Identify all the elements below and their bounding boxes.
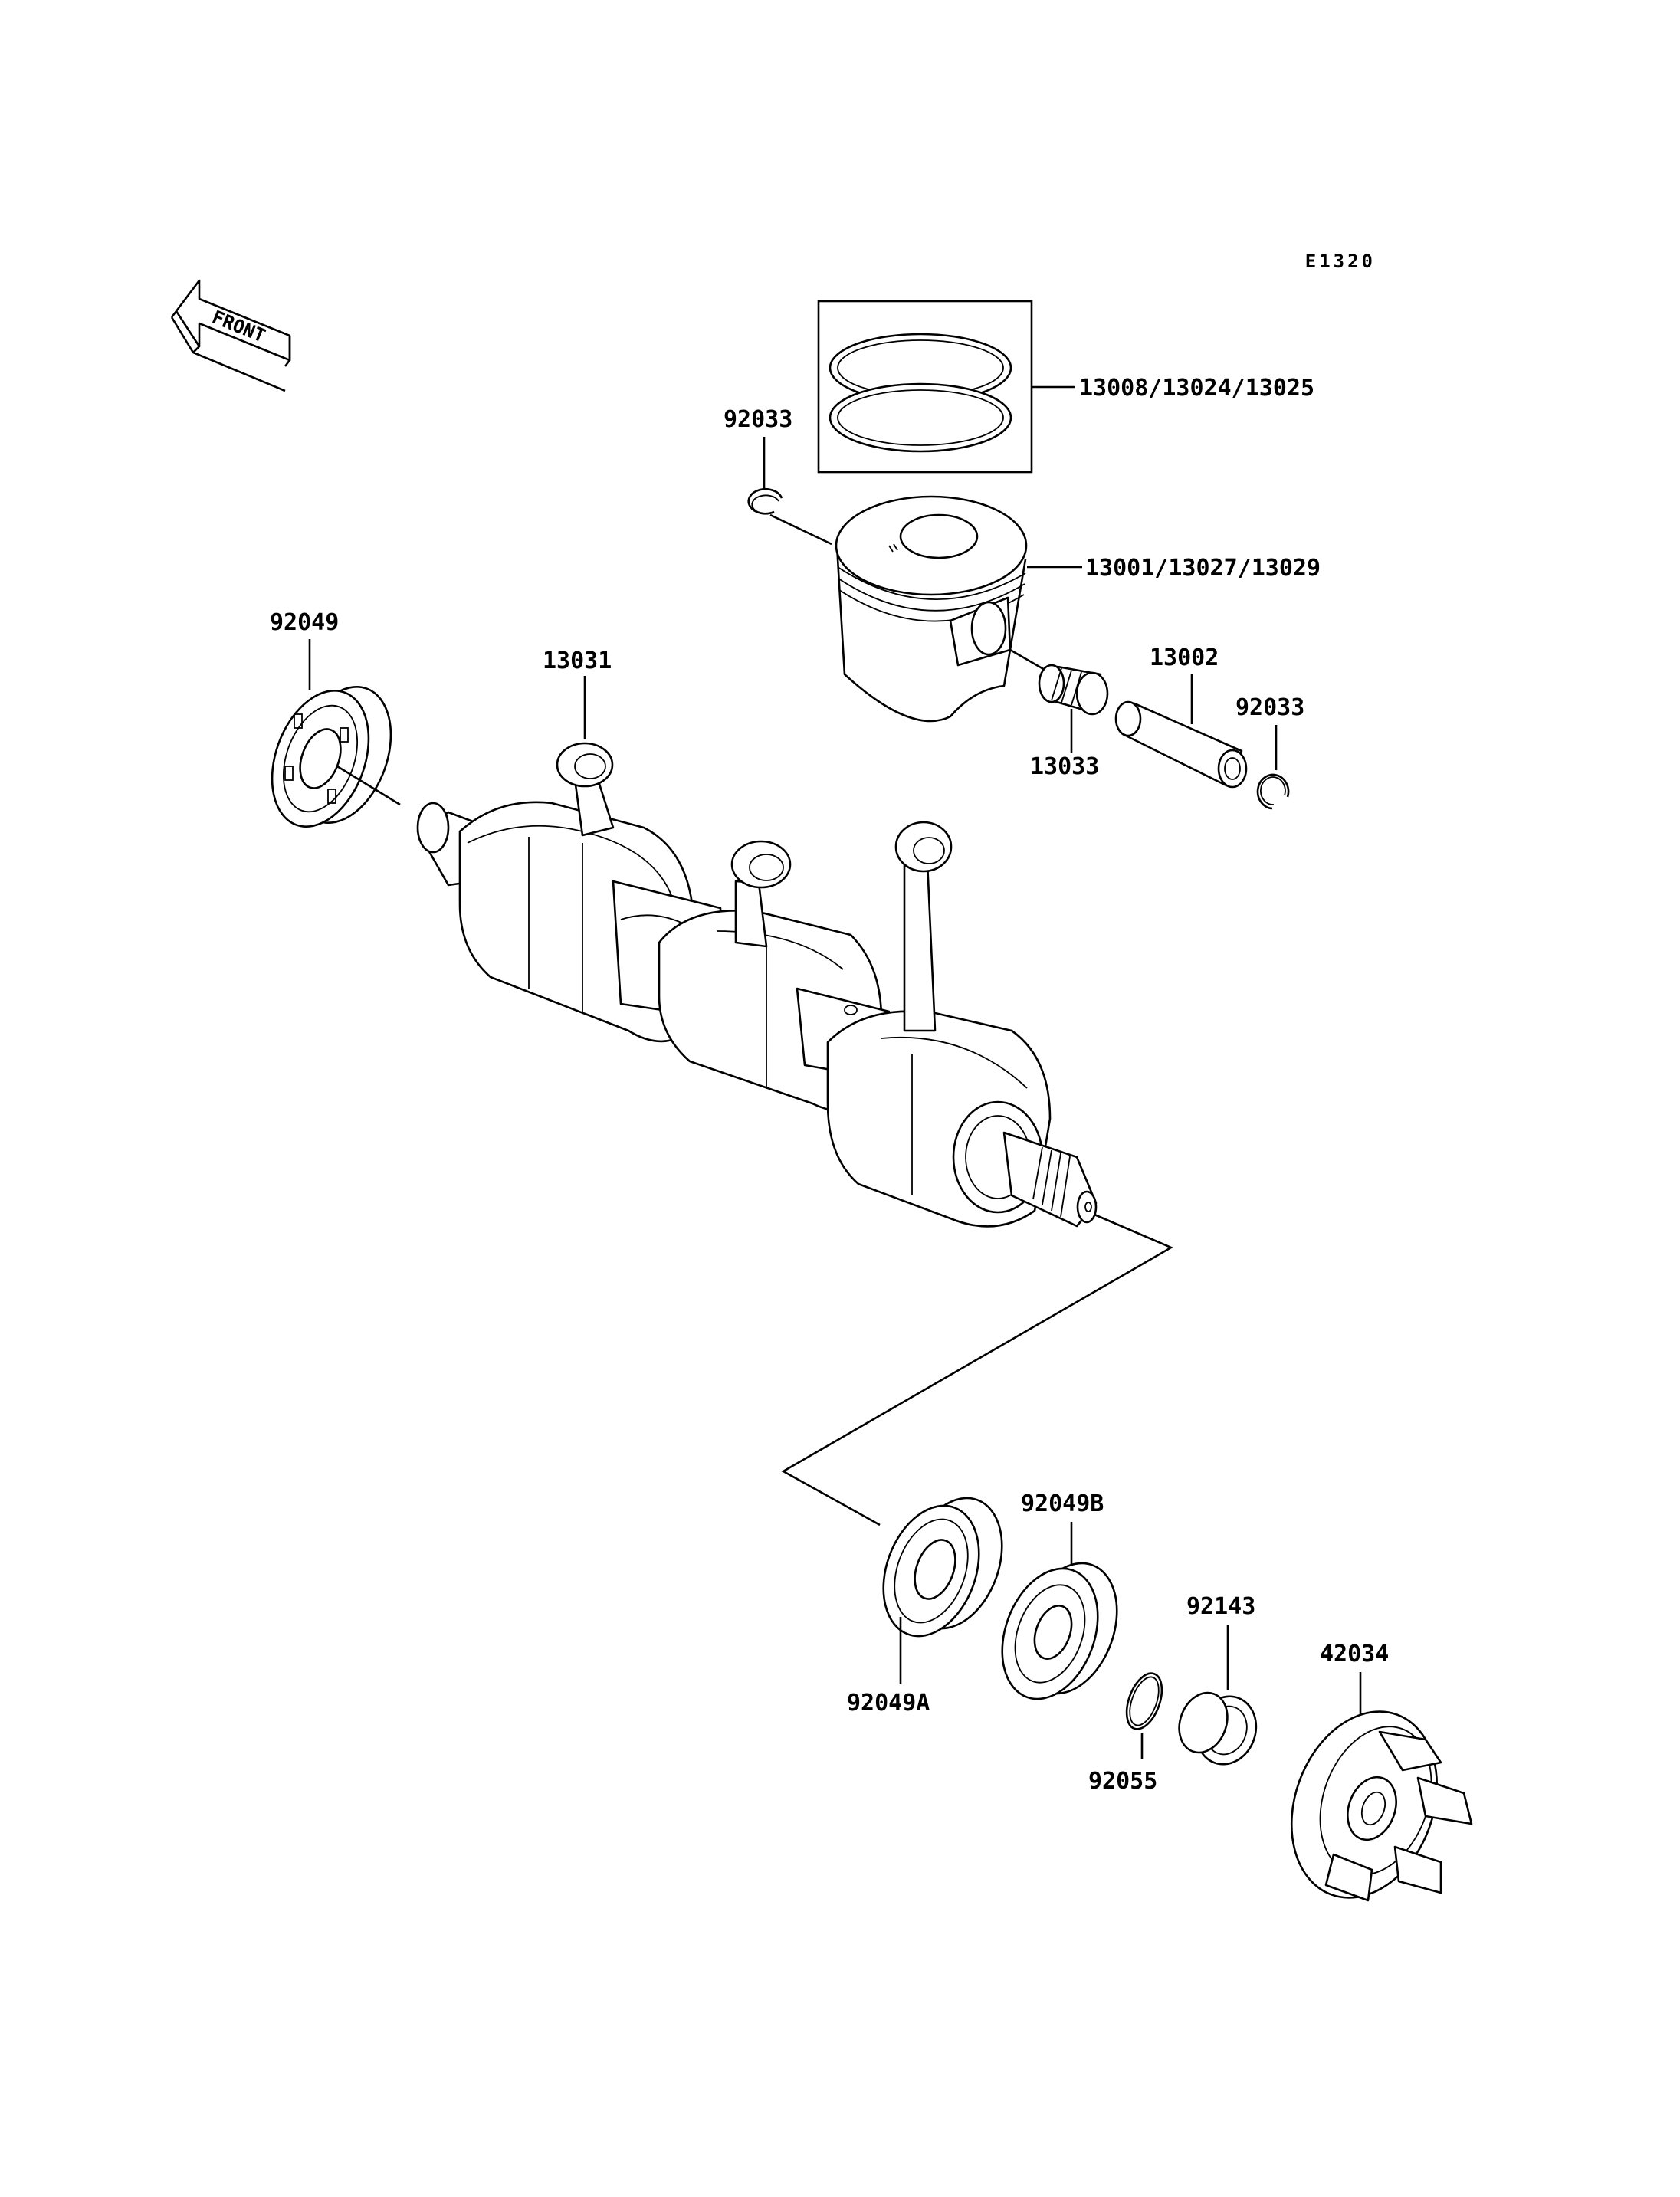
label-clip-right: 92033 xyxy=(1235,694,1304,721)
snap-ring xyxy=(1125,1672,1163,1730)
diagram-code: E1320 xyxy=(1305,251,1376,272)
piston-pin xyxy=(1114,700,1248,789)
label-seal-left: 92049 xyxy=(270,609,339,636)
label-coupling: 42034 xyxy=(1320,1641,1389,1667)
label-snap-ring: 92055 xyxy=(1088,1768,1157,1795)
crankshaft xyxy=(416,742,1098,1228)
piston xyxy=(835,495,1082,723)
clip-right xyxy=(1256,773,1290,810)
clip-left xyxy=(747,487,783,515)
label-needle-bearing: 13033 xyxy=(1030,753,1099,780)
label-seal-92049b: 92049B xyxy=(1021,1490,1104,1517)
needle-bearing xyxy=(1038,664,1109,716)
bearing-92049b xyxy=(1001,1562,1118,1700)
label-pin: 13002 xyxy=(1150,644,1219,671)
label-conrod: 13031 xyxy=(543,648,612,674)
piston-rings xyxy=(817,300,1075,474)
label-clip-left: 92033 xyxy=(724,406,792,433)
assembly-leader xyxy=(781,1213,1173,1526)
oil-seal-left xyxy=(271,686,392,828)
label-seal-92049a: 92049A xyxy=(847,1690,930,1717)
label-piston: 13001/13027/13029 xyxy=(1085,555,1321,582)
label-collar: 92143 xyxy=(1186,1593,1255,1620)
label-rings: 13008/13024/13025 xyxy=(1079,375,1314,402)
coupling xyxy=(1290,1710,1473,1902)
oil-seal-92049a xyxy=(882,1497,1003,1638)
front-label: FRONT xyxy=(209,307,268,347)
collar xyxy=(1178,1691,1258,1766)
front-arrow-icon: FRONT xyxy=(170,279,291,392)
